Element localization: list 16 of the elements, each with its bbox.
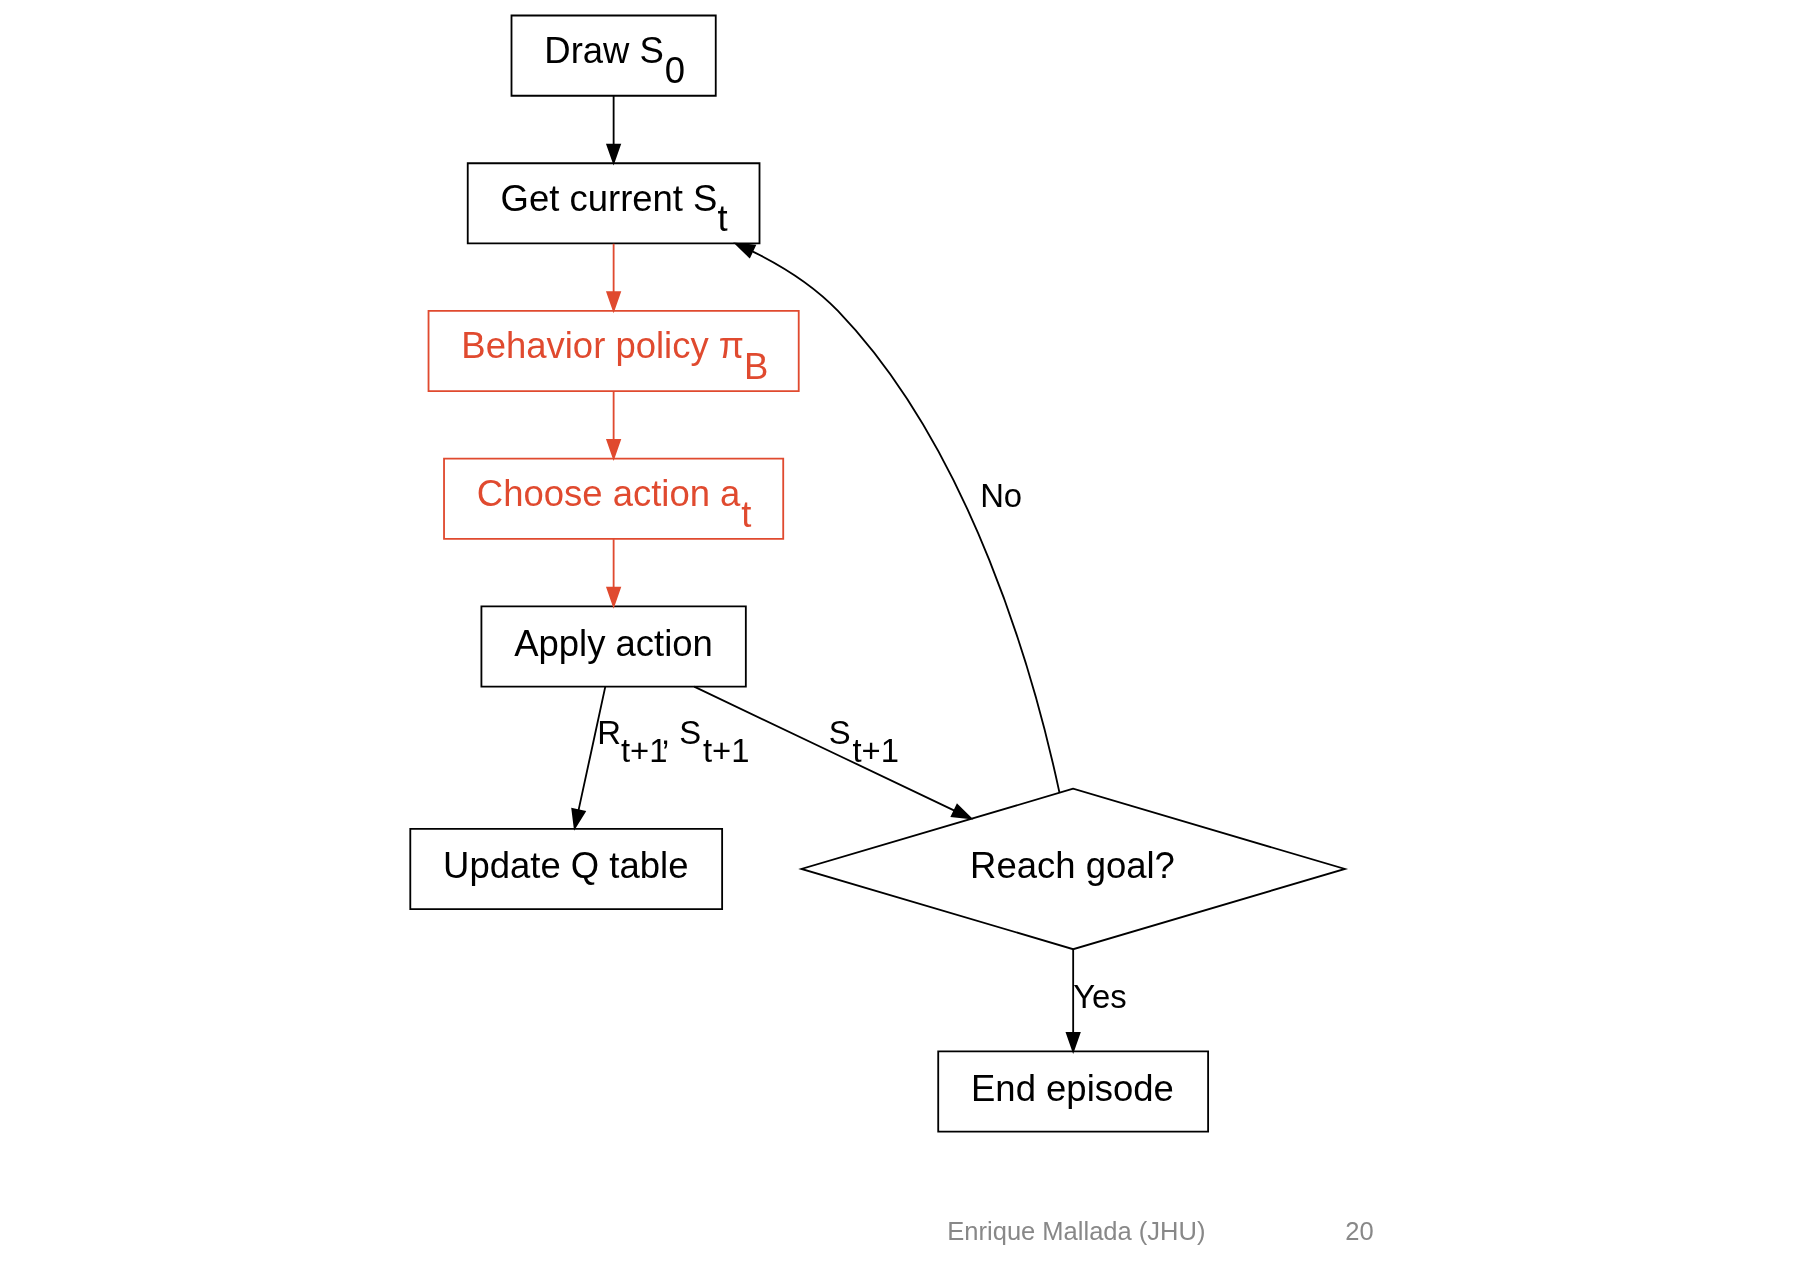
node-box: End episode bbox=[936, 1050, 1209, 1133]
arrow bbox=[605, 242, 621, 314]
arrow bbox=[605, 390, 621, 461]
label: 20 bbox=[1344, 1216, 1374, 1245]
edge-label: No bbox=[979, 476, 1022, 514]
arrow bbox=[605, 95, 621, 166]
arrow bbox=[1065, 948, 1081, 1054]
node-box: Update Q table bbox=[408, 827, 723, 910]
edge-label: Yes bbox=[1072, 978, 1127, 1016]
node-diamond: Reach goal? bbox=[797, 787, 1348, 951]
arrow bbox=[605, 538, 621, 609]
node-box: Apply action bbox=[480, 605, 747, 688]
label: Enrique Mallada (JHU) bbox=[946, 1216, 1205, 1245]
arrow bbox=[732, 242, 1060, 794]
arrow bbox=[692, 685, 973, 820]
arrow bbox=[570, 686, 606, 831]
